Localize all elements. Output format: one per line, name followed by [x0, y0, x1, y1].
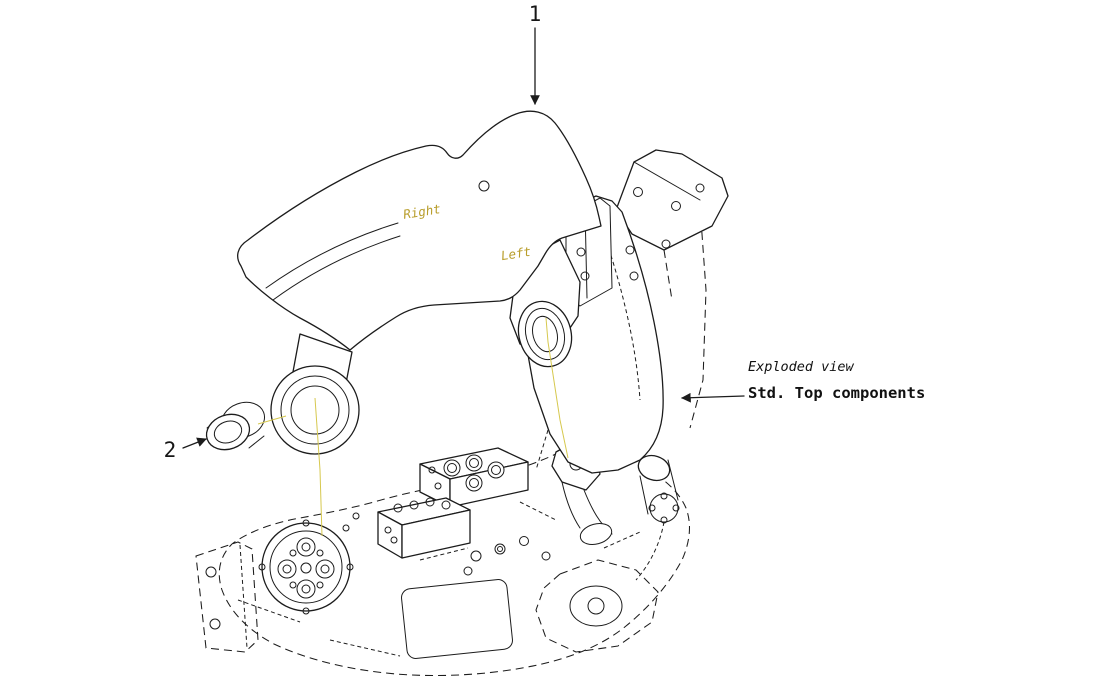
callout-2-arrow [182, 437, 207, 449]
hidden-edge [419, 547, 469, 561]
pivot-lobe [270, 365, 360, 455]
bottom-right-housing [535, 559, 659, 653]
hidden-edge [237, 599, 301, 623]
bolt [671, 201, 681, 211]
plate-fold-line [633, 161, 701, 201]
top-plate [615, 149, 729, 251]
base-assembly [195, 429, 691, 677]
bolt-hole [209, 618, 221, 630]
callout-2-number: 2 [164, 438, 177, 462]
callout-1-number: 1 [529, 2, 542, 26]
rotary-coupling [258, 519, 354, 615]
left-bracket-plate [195, 541, 259, 653]
orientation-label-left: Left [500, 244, 532, 264]
valve-manifold-upper [419, 447, 529, 508]
callout-1: 1 [529, 2, 542, 105]
orientation-label-right: Right [402, 201, 442, 222]
view-title-leader-arrow [681, 392, 745, 403]
bushing-wall [248, 435, 265, 449]
hidden-edge [535, 429, 549, 471]
callout-2: 2 [164, 437, 207, 462]
hidden-edge [689, 205, 707, 429]
pivot-bore [290, 385, 340, 435]
inner-contour [265, 222, 399, 289]
alignment-line-bushing [257, 415, 287, 425]
bushing-bore [213, 420, 243, 444]
bolt [576, 247, 586, 257]
pivot-bore-chamfer [280, 375, 350, 445]
part-1-top-frame [237, 110, 602, 455]
alignment-line-right [545, 317, 569, 459]
view-title-block: Exploded view Std. Top components [681, 359, 925, 403]
hidden-edge [329, 639, 401, 657]
bolt [580, 271, 590, 281]
left-bracket-fold [239, 544, 248, 649]
view-type-label: Exploded view [748, 359, 855, 375]
bolt [629, 271, 639, 281]
valve-block-lower [342, 497, 471, 559]
inner-contour [272, 235, 401, 301]
alignment-lines [257, 317, 569, 537]
boss-mid [524, 307, 566, 361]
hidden-edge [519, 501, 557, 521]
base-body-outline [218, 451, 691, 677]
bolt [633, 187, 643, 197]
small-hole [478, 180, 490, 192]
view-title-label: Std. Top components [748, 384, 925, 402]
bolt [661, 239, 671, 249]
bolt [625, 245, 635, 255]
hidden-edge [663, 249, 673, 301]
bottom-cover-plate [401, 579, 513, 659]
part-2-bushing-ring [205, 401, 265, 451]
right-cylinder-fitting [635, 454, 680, 581]
bolt [695, 183, 705, 193]
bolt-hole [205, 566, 217, 578]
small-fittings [463, 536, 551, 576]
frame-body [237, 110, 602, 351]
alignment-line-left [314, 397, 323, 537]
